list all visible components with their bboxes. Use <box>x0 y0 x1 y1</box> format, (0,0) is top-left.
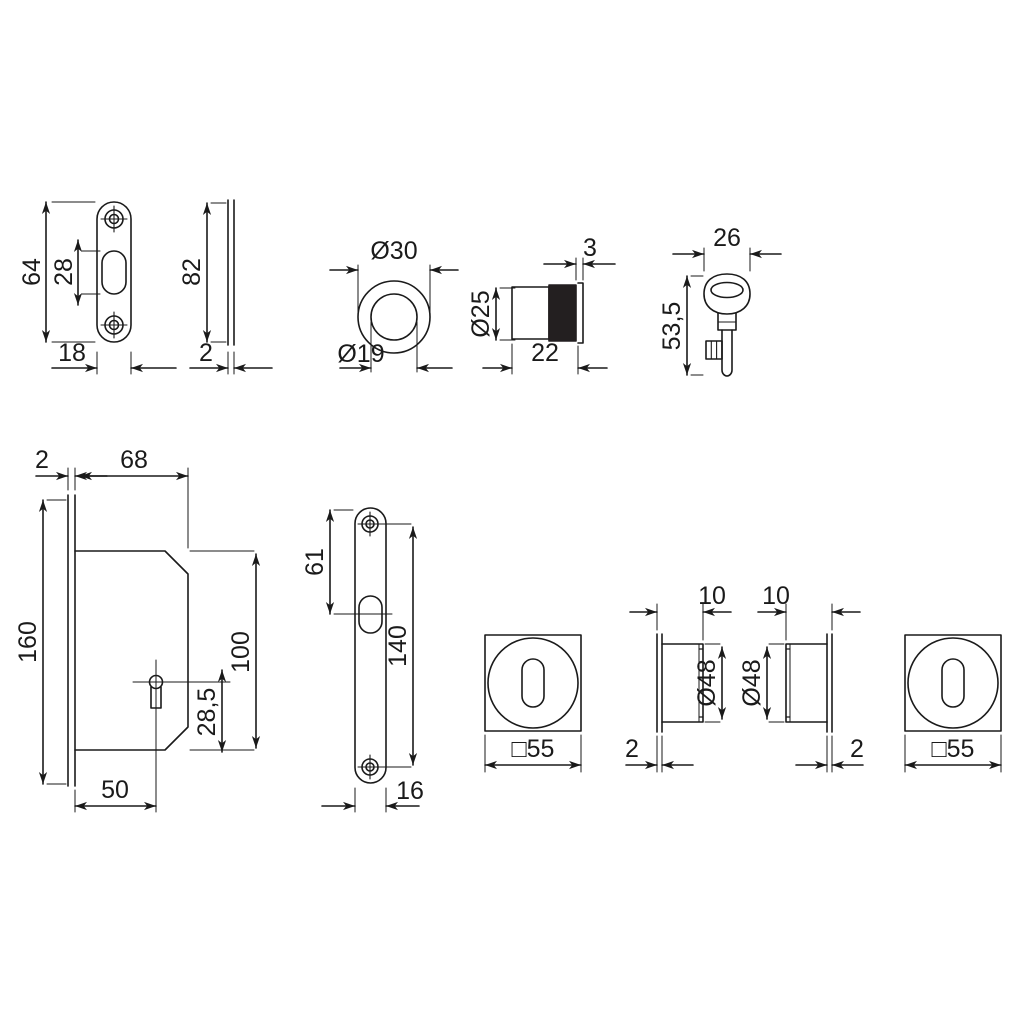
dimension-28-5-label: 28,5 <box>193 688 221 737</box>
dimension-68: 68 <box>79 446 189 549</box>
dimension-2-strike: 2 <box>189 339 273 375</box>
dimension-dia19-label: Ø19 <box>337 340 384 368</box>
rosette-side-dark-section <box>548 284 577 342</box>
rosette-side-flange <box>577 282 584 344</box>
dimension-22: 22 <box>482 339 608 375</box>
view-round-rosette-front <box>357 280 431 354</box>
view-strike-plate-side <box>227 199 235 346</box>
dimension-61-label: 61 <box>301 548 329 576</box>
dimension-10-left: 10 <box>629 582 732 641</box>
key-bow-hole <box>710 281 744 299</box>
esc-left-side-body <box>661 643 704 723</box>
dimension-dia48-right: Ø48 <box>738 643 785 723</box>
dimension-2-esc-left: 2 <box>625 735 694 773</box>
dimension-2-case: 2 <box>35 446 108 491</box>
dimension-2-esc-left-label: 2 <box>625 735 639 763</box>
dimension-dia25-label: Ø25 <box>467 290 495 337</box>
dimension-82: 82 <box>178 202 227 343</box>
view-round-rosette-side <box>511 282 584 344</box>
dimension-sq55-left-label: □55 <box>512 735 555 763</box>
dimension-2-esc-right-label: 2 <box>850 735 864 763</box>
dimension-sq55-left: □55 <box>484 734 582 773</box>
dimension-28-5: 28,5 <box>193 669 227 753</box>
strike-plate-latch-slot <box>101 250 127 295</box>
dimension-10-left-label: 10 <box>698 582 726 610</box>
rosette-inner-circle <box>370 293 418 341</box>
dimension-100-label: 100 <box>227 631 255 673</box>
dimension-2-strike-label: 2 <box>199 339 213 367</box>
view-lock-case <box>67 494 231 813</box>
key-bit <box>705 340 723 360</box>
dimension-160-label: 160 <box>14 621 42 663</box>
key-bow <box>703 273 751 315</box>
escutcheon-left-rose <box>487 637 579 729</box>
dimension-dia30: Ø30 <box>329 237 459 313</box>
strike-plate-screw-top <box>100 205 128 233</box>
escutcheon-left-plate <box>484 634 582 732</box>
dimension-68-label: 68 <box>120 446 148 474</box>
dimension-26: 26 <box>672 224 782 272</box>
dimension-64-label: 64 <box>18 258 46 286</box>
dimension-dia25: Ø25 <box>467 287 516 341</box>
dimension-140: 140 <box>379 523 418 768</box>
dimension-50: 50 <box>74 776 157 813</box>
dimension-sq55-right: □55 <box>904 734 1002 773</box>
dimension-sq55-right-label: □55 <box>932 735 975 763</box>
long-faceplate-outline <box>354 507 387 784</box>
escutcheon-left-keyhole <box>521 658 545 708</box>
dimension-dia30-label: Ø30 <box>370 237 417 265</box>
escutcheon-right-keyhole <box>941 658 965 708</box>
escutcheon-right-rose <box>907 637 999 729</box>
view-escutcheon-right-side <box>785 633 833 733</box>
dimension-2-case-label: 2 <box>35 446 49 474</box>
dimension-50-label: 50 <box>101 776 129 804</box>
strike-plate-outline <box>96 201 132 343</box>
dimension-140-label: 140 <box>384 625 412 667</box>
esc-right-side-body <box>785 643 828 723</box>
dimension-dia19: Ø19 <box>337 321 453 373</box>
view-escutcheon-right-front <box>904 634 1002 732</box>
dimension-18: 18 <box>51 339 177 375</box>
dimension-3: 3 <box>543 234 616 281</box>
dimension-160: 160 <box>14 499 67 785</box>
view-long-faceplate <box>347 507 393 784</box>
view-escutcheon-left-front <box>484 634 582 732</box>
dimension-dia48-left: Ø48 <box>693 643 727 723</box>
dimension-64: 64 <box>18 201 96 343</box>
dimension-28: 28 <box>50 239 101 306</box>
long-faceplate-screw-top <box>357 511 383 537</box>
view-escutcheon-left-side <box>656 633 704 733</box>
dimension-2-esc-right: 2 <box>795 735 864 773</box>
dimension-18-label: 18 <box>58 339 86 367</box>
dimension-100: 100 <box>189 550 261 751</box>
dimension-16: 16 <box>321 777 424 813</box>
view-strike-plate-front <box>96 201 132 343</box>
dimension-26-label: 26 <box>713 224 741 252</box>
long-faceplate-screw-bottom <box>357 754 383 780</box>
view-key <box>703 273 751 377</box>
dimension-53-5: 53,5 <box>658 275 704 376</box>
dimension-3-label: 3 <box>583 234 597 262</box>
rosette-side-body <box>511 286 550 340</box>
dimension-82-label: 82 <box>178 258 206 286</box>
key-shank <box>721 329 733 377</box>
lock-case-body <box>74 550 189 751</box>
dimension-dia48-right-label: Ø48 <box>738 659 766 706</box>
dimension-dia48-left-label: Ø48 <box>693 659 721 706</box>
dimension-28-label: 28 <box>50 258 78 286</box>
dimension-16-label: 16 <box>396 777 424 805</box>
escutcheon-right-plate <box>904 634 1002 732</box>
dimension-10-right: 10 <box>757 582 861 641</box>
dimension-22-label: 22 <box>531 339 559 367</box>
dimension-53-5-label: 53,5 <box>658 302 686 351</box>
dimension-10-right-label: 10 <box>762 582 790 610</box>
dimension-61: 61 <box>301 509 354 615</box>
rosette-outer-circle <box>357 280 431 354</box>
strike-plate-screw-bottom <box>100 311 128 339</box>
